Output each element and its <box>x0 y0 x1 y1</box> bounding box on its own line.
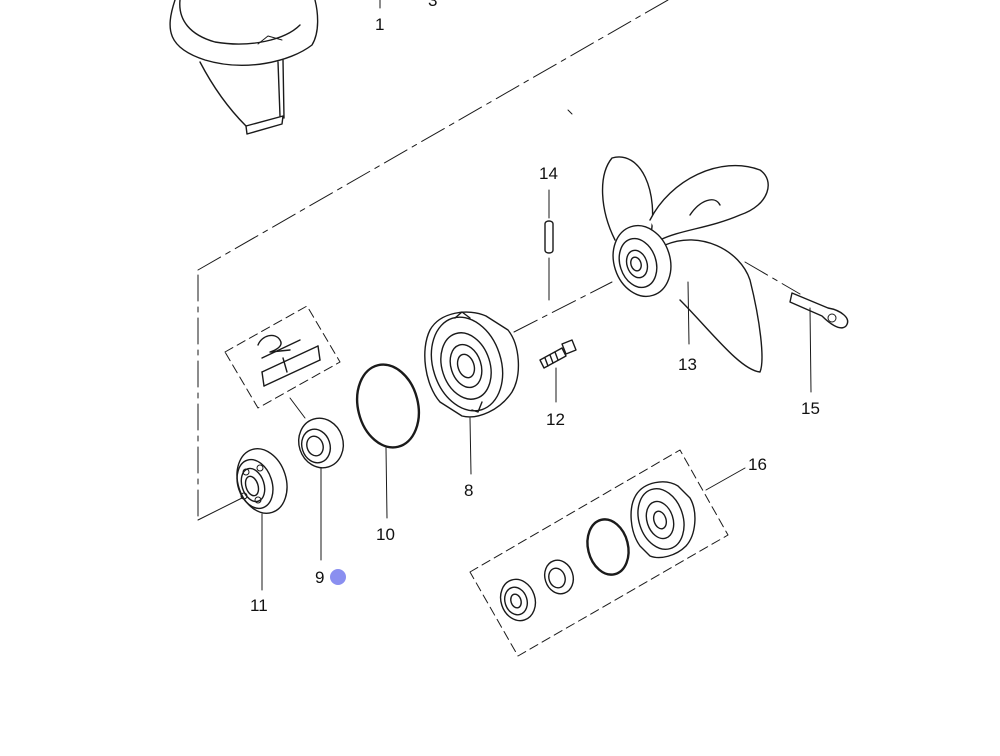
pin-part-14 <box>544 189 554 301</box>
part-3-inset <box>224 305 341 419</box>
housing-part-8 <box>424 311 520 475</box>
cotter-pin-part-15 <box>789 292 849 393</box>
part-16-kit-inset <box>469 449 746 657</box>
label-part-15: 15 <box>801 399 820 418</box>
guide-lines <box>197 0 801 521</box>
o-ring-part-10 <box>355 363 421 519</box>
label-part-10: 10 <box>376 525 395 544</box>
seal-part-9 <box>297 417 345 561</box>
bearing-part-11 <box>236 448 288 591</box>
lower-casing-part <box>169 0 319 135</box>
label-part-1: 1 <box>375 15 384 34</box>
label-part-11: 11 <box>250 596 268 615</box>
label-part-12: 12 <box>546 410 565 429</box>
label-part-13: 13 <box>678 355 697 374</box>
label-part-14: 14 <box>539 164 558 183</box>
label-part-16: 16 <box>748 455 767 474</box>
bolt-part-12 <box>539 339 577 403</box>
label-part-3: 3 <box>428 0 437 10</box>
selection-marker[interactable] <box>330 569 346 585</box>
part-labels: 1 3 8 9 10 11 12 13 14 15 16 <box>250 0 820 615</box>
label-part-9: 9 <box>315 568 324 587</box>
label-part-8: 8 <box>464 481 473 500</box>
propeller-part-13 <box>601 156 769 373</box>
